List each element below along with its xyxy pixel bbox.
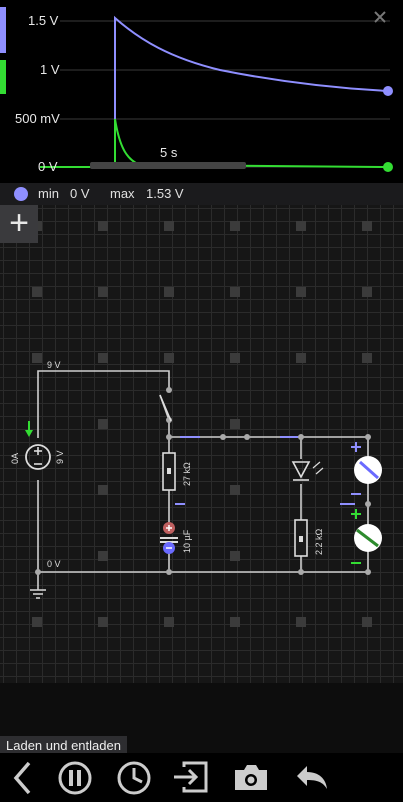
circuit-diagram: 9 V 0 V 0A 9 V 27 kΩ 10 µF 2.2 kΩ [10, 221, 382, 627]
oscilloscope-panel: 1.5 V 1 V 500 mV 0 V 5 s [0, 0, 403, 183]
close-icon[interactable] [374, 11, 386, 23]
y-tick-label: 1 V [40, 62, 60, 77]
voltmeter[interactable] [351, 442, 382, 495]
resistor-2k2[interactable] [294, 519, 308, 557]
led[interactable] [291, 461, 324, 481]
bottom-toolbar [0, 753, 403, 800]
current-channel-bar[interactable] [0, 60, 6, 94]
circuit-title: Laden und entladen [0, 736, 127, 756]
undo-icon[interactable] [289, 757, 333, 797]
add-component-button[interactable]: + [0, 205, 38, 243]
camera-icon[interactable] [229, 757, 273, 797]
source-current-label: 0A [10, 453, 20, 464]
min-value: 0 V [70, 186, 90, 201]
time-scale-label: 5 s [160, 145, 178, 160]
top-wire-label: 9 V [47, 360, 61, 370]
voltage-trace [40, 15, 389, 168]
voltage-end-marker [383, 86, 393, 96]
max-label: max [110, 186, 135, 201]
y-tick-label: 0 V [38, 159, 58, 174]
circuit-wires [30, 370, 369, 599]
max-value: 1.53 V [146, 186, 184, 201]
scope-plot [0, 7, 393, 172]
min-label: min [38, 186, 59, 201]
capacitor-label: 10 µF [182, 529, 192, 553]
time-scrollbar[interactable] [90, 162, 246, 169]
clock-icon[interactable] [112, 757, 156, 797]
channel-color-dot[interactable] [14, 187, 28, 201]
resistor-27k[interactable] [162, 452, 176, 491]
voltage-channel-bar[interactable] [0, 7, 6, 53]
circuit-board[interactable]: 9 V 0 V 0A 9 V 27 kΩ 10 µF 2.2 kΩ [0, 205, 403, 683]
voltage-source[interactable] [25, 421, 51, 470]
source-voltage-label: 9 V [55, 450, 65, 464]
current-end-marker [383, 162, 393, 172]
bottom-wire-label: 0 V [47, 559, 61, 569]
import-icon[interactable] [170, 757, 214, 797]
resistor1-label: 27 kΩ [182, 462, 192, 486]
pause-icon[interactable] [53, 757, 97, 797]
ammeter[interactable] [351, 509, 382, 564]
capacitor[interactable] [160, 522, 178, 554]
switch[interactable] [159, 394, 172, 422]
scope-legend: min 0 V max 1.53 V [0, 183, 403, 205]
y-tick-label: 500 mV [15, 111, 60, 126]
back-icon[interactable] [2, 757, 46, 797]
current-trace [40, 118, 389, 168]
resistor2-label: 2.2 kΩ [314, 528, 324, 555]
y-tick-label: 1.5 V [28, 13, 59, 28]
